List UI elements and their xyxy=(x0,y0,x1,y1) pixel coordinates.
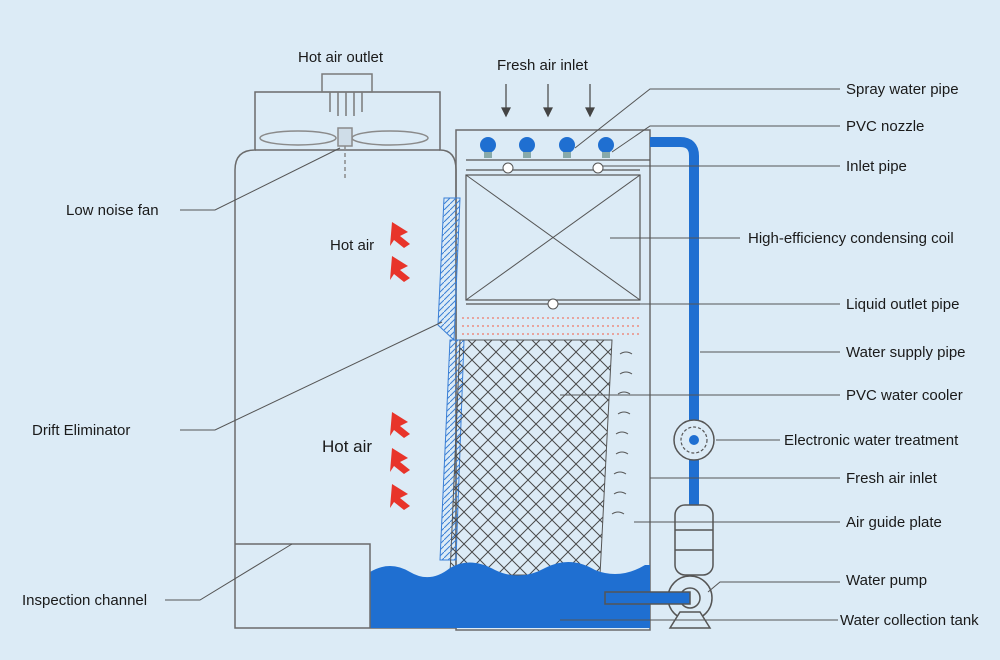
label-spray-water-pipe: Spray water pipe xyxy=(846,81,959,98)
tower-shell xyxy=(234,91,457,629)
hot-air-outlet-grille xyxy=(321,73,373,116)
fresh-air-inlet-arrows xyxy=(501,84,595,118)
spray-droplets xyxy=(462,317,640,335)
inlet-pipe-marker-1 xyxy=(502,162,514,174)
nozzle-1 xyxy=(480,137,496,153)
hot-air-arrows xyxy=(390,222,410,510)
label-electronic-water-treatment: Electronic water treatment xyxy=(784,432,959,449)
label-hot-air-outlet: Hot air outlet xyxy=(298,49,384,66)
liquid-outlet-marker xyxy=(547,298,559,310)
inspection-channel xyxy=(235,543,371,628)
inlet-pipe-marker-2 xyxy=(592,162,604,174)
label-inspection-channel: Inspection channel xyxy=(22,592,147,609)
pvc-nozzles xyxy=(480,137,614,158)
label-inlet-pipe: Inlet pipe xyxy=(846,158,907,175)
label-water-collection-tank: Water collection tank xyxy=(840,612,979,629)
water-collection-tank xyxy=(370,561,650,628)
pvc-water-cooler xyxy=(449,339,613,576)
label-condensing-coil: High-efficiency condensing coil xyxy=(748,230,954,247)
low-noise-fan-icon xyxy=(259,127,429,180)
label-pvc-nozzle: PVC nozzle xyxy=(846,118,924,135)
label-fresh-air-inlet-top: Fresh air inlet xyxy=(497,57,589,74)
water-supply-pipe xyxy=(650,137,699,505)
nozzle-4 xyxy=(598,137,614,153)
nozzle-2 xyxy=(519,137,535,153)
label-low-noise-fan: Low noise fan xyxy=(66,202,159,219)
label-pvc-water-cooler: PVC water cooler xyxy=(846,387,963,404)
air-guide-plates xyxy=(611,351,633,515)
label-liquid-outlet-pipe: Liquid outlet pipe xyxy=(846,296,959,313)
nozzle-3 xyxy=(559,137,575,153)
label-fresh-air-inlet-side: Fresh air inlet xyxy=(846,470,938,487)
label-water-pump: Water pump xyxy=(846,572,927,589)
label-drift-eliminator: Drift Eliminator xyxy=(32,422,130,439)
label-water-supply-pipe: Water supply pipe xyxy=(846,344,966,361)
electronic-water-treatment-icon xyxy=(673,419,715,461)
leader-lines xyxy=(165,88,840,621)
label-hot-air-upper: Hot air xyxy=(330,237,374,254)
label-hot-air-lower: Hot air xyxy=(322,437,372,456)
label-air-guide-plate: Air guide plate xyxy=(846,514,942,531)
